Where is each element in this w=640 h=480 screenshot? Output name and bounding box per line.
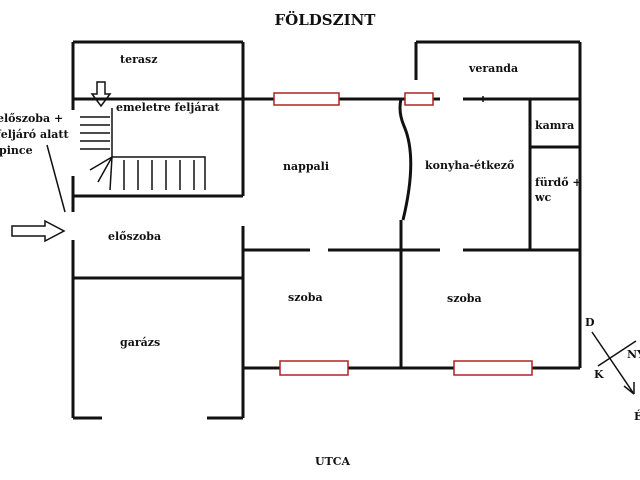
label-kamra: kamra [535,119,574,132]
compass-ny: NY [627,348,640,361]
label-pince-line3: pince [0,144,33,157]
window-szoba-left [279,360,349,376]
window-konyha [404,92,434,106]
compass-k: K [594,368,604,381]
label-veranda: veranda [468,62,518,75]
pince-pointer [46,144,66,213]
label-furdo: fürdő + [535,176,582,189]
label-nappali: nappali [283,160,329,173]
compass-d: D [585,316,595,329]
label-szoba-right: szoba [447,292,482,305]
plan-title: FÖLDSZINT [275,10,377,29]
compass-e: É [634,409,640,423]
label-konyha-etkezo: konyha-étkező [425,159,514,172]
label-pince-line2: feljáró alatt [0,128,69,141]
label-garazs: garázs [120,336,160,349]
entrance-arrow [11,219,66,243]
curved-partition [398,98,413,221]
label-terasz: terasz [120,53,157,66]
label-eloszoba: előszoba [108,230,161,243]
windows [273,92,533,376]
window-nappali [273,92,340,106]
label-emeletre-feljarat: emeletre feljárat [116,101,220,114]
window-szoba-right [453,360,533,376]
label-wc: wc [534,191,551,204]
stair-down-arrow [90,81,112,108]
label-pince-line1: előszoba + [0,112,63,125]
compass: D NY K É [585,316,640,423]
label-utca: UTCA [315,455,351,468]
label-szoba-left: szoba [288,291,323,304]
staircase [80,108,206,191]
room-labels: terasz emeletre feljárat nappali konyha-… [0,53,582,468]
